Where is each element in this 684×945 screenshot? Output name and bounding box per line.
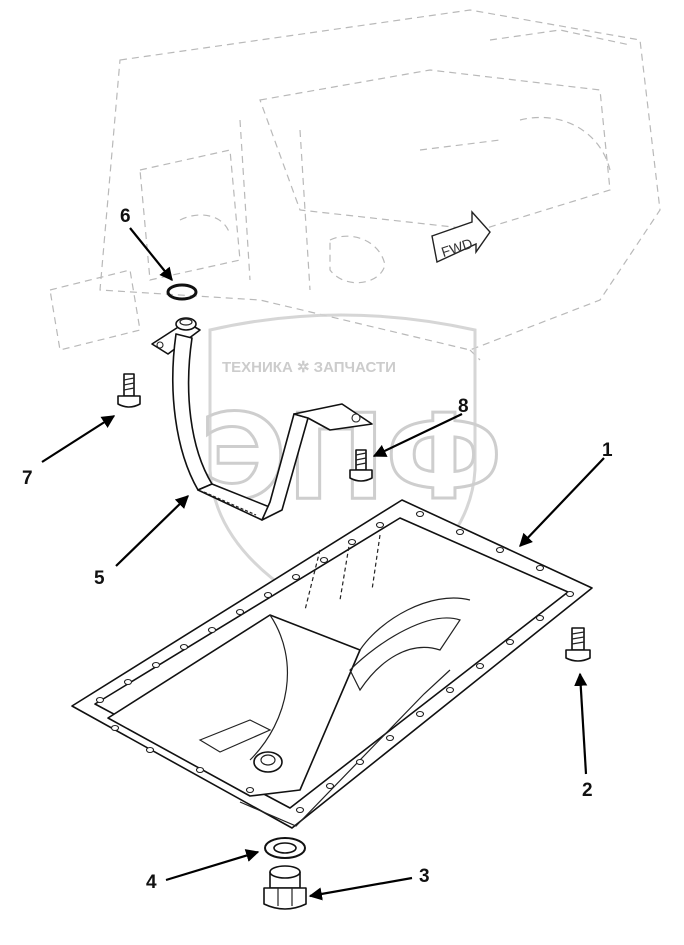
bolt-7-part [117,373,141,408]
bolt-8-part [349,449,373,482]
drain-plug-part [263,865,307,910]
oil-pan-part [71,499,593,829]
callout-2: 2 [582,780,593,801]
leader-arrows [41,227,605,901]
leader-5 [115,495,189,567]
watermark-brand-line: ТЕХНИКА ✲ ЗАПЧАСТИ [222,359,396,376]
leader-2 [574,672,588,775]
callout-7: 7 [22,468,33,489]
engine-block-phantom [49,9,661,361]
leader-6 [129,227,173,282]
callout-labels: 1 2 3 4 5 6 7 8 [22,206,613,893]
flange-holes [95,510,575,814]
leader-3 [308,876,413,901]
leader-8 [372,413,463,457]
bolt-2-part [565,627,591,662]
callout-3: 3 [419,866,430,887]
leader-1 [519,457,605,547]
callout-1: 1 [602,440,613,461]
leader-7 [41,415,116,463]
leader-4 [165,849,260,882]
fwd-direction-marker: FWD [431,210,491,264]
callout-6: 6 [120,206,131,227]
o-ring-part [166,283,198,301]
callout-5: 5 [94,568,105,589]
callout-8: 8 [458,396,469,417]
oil-suction-tube-part [151,317,373,521]
gasket-part [264,837,306,859]
callout-4: 4 [146,872,157,893]
